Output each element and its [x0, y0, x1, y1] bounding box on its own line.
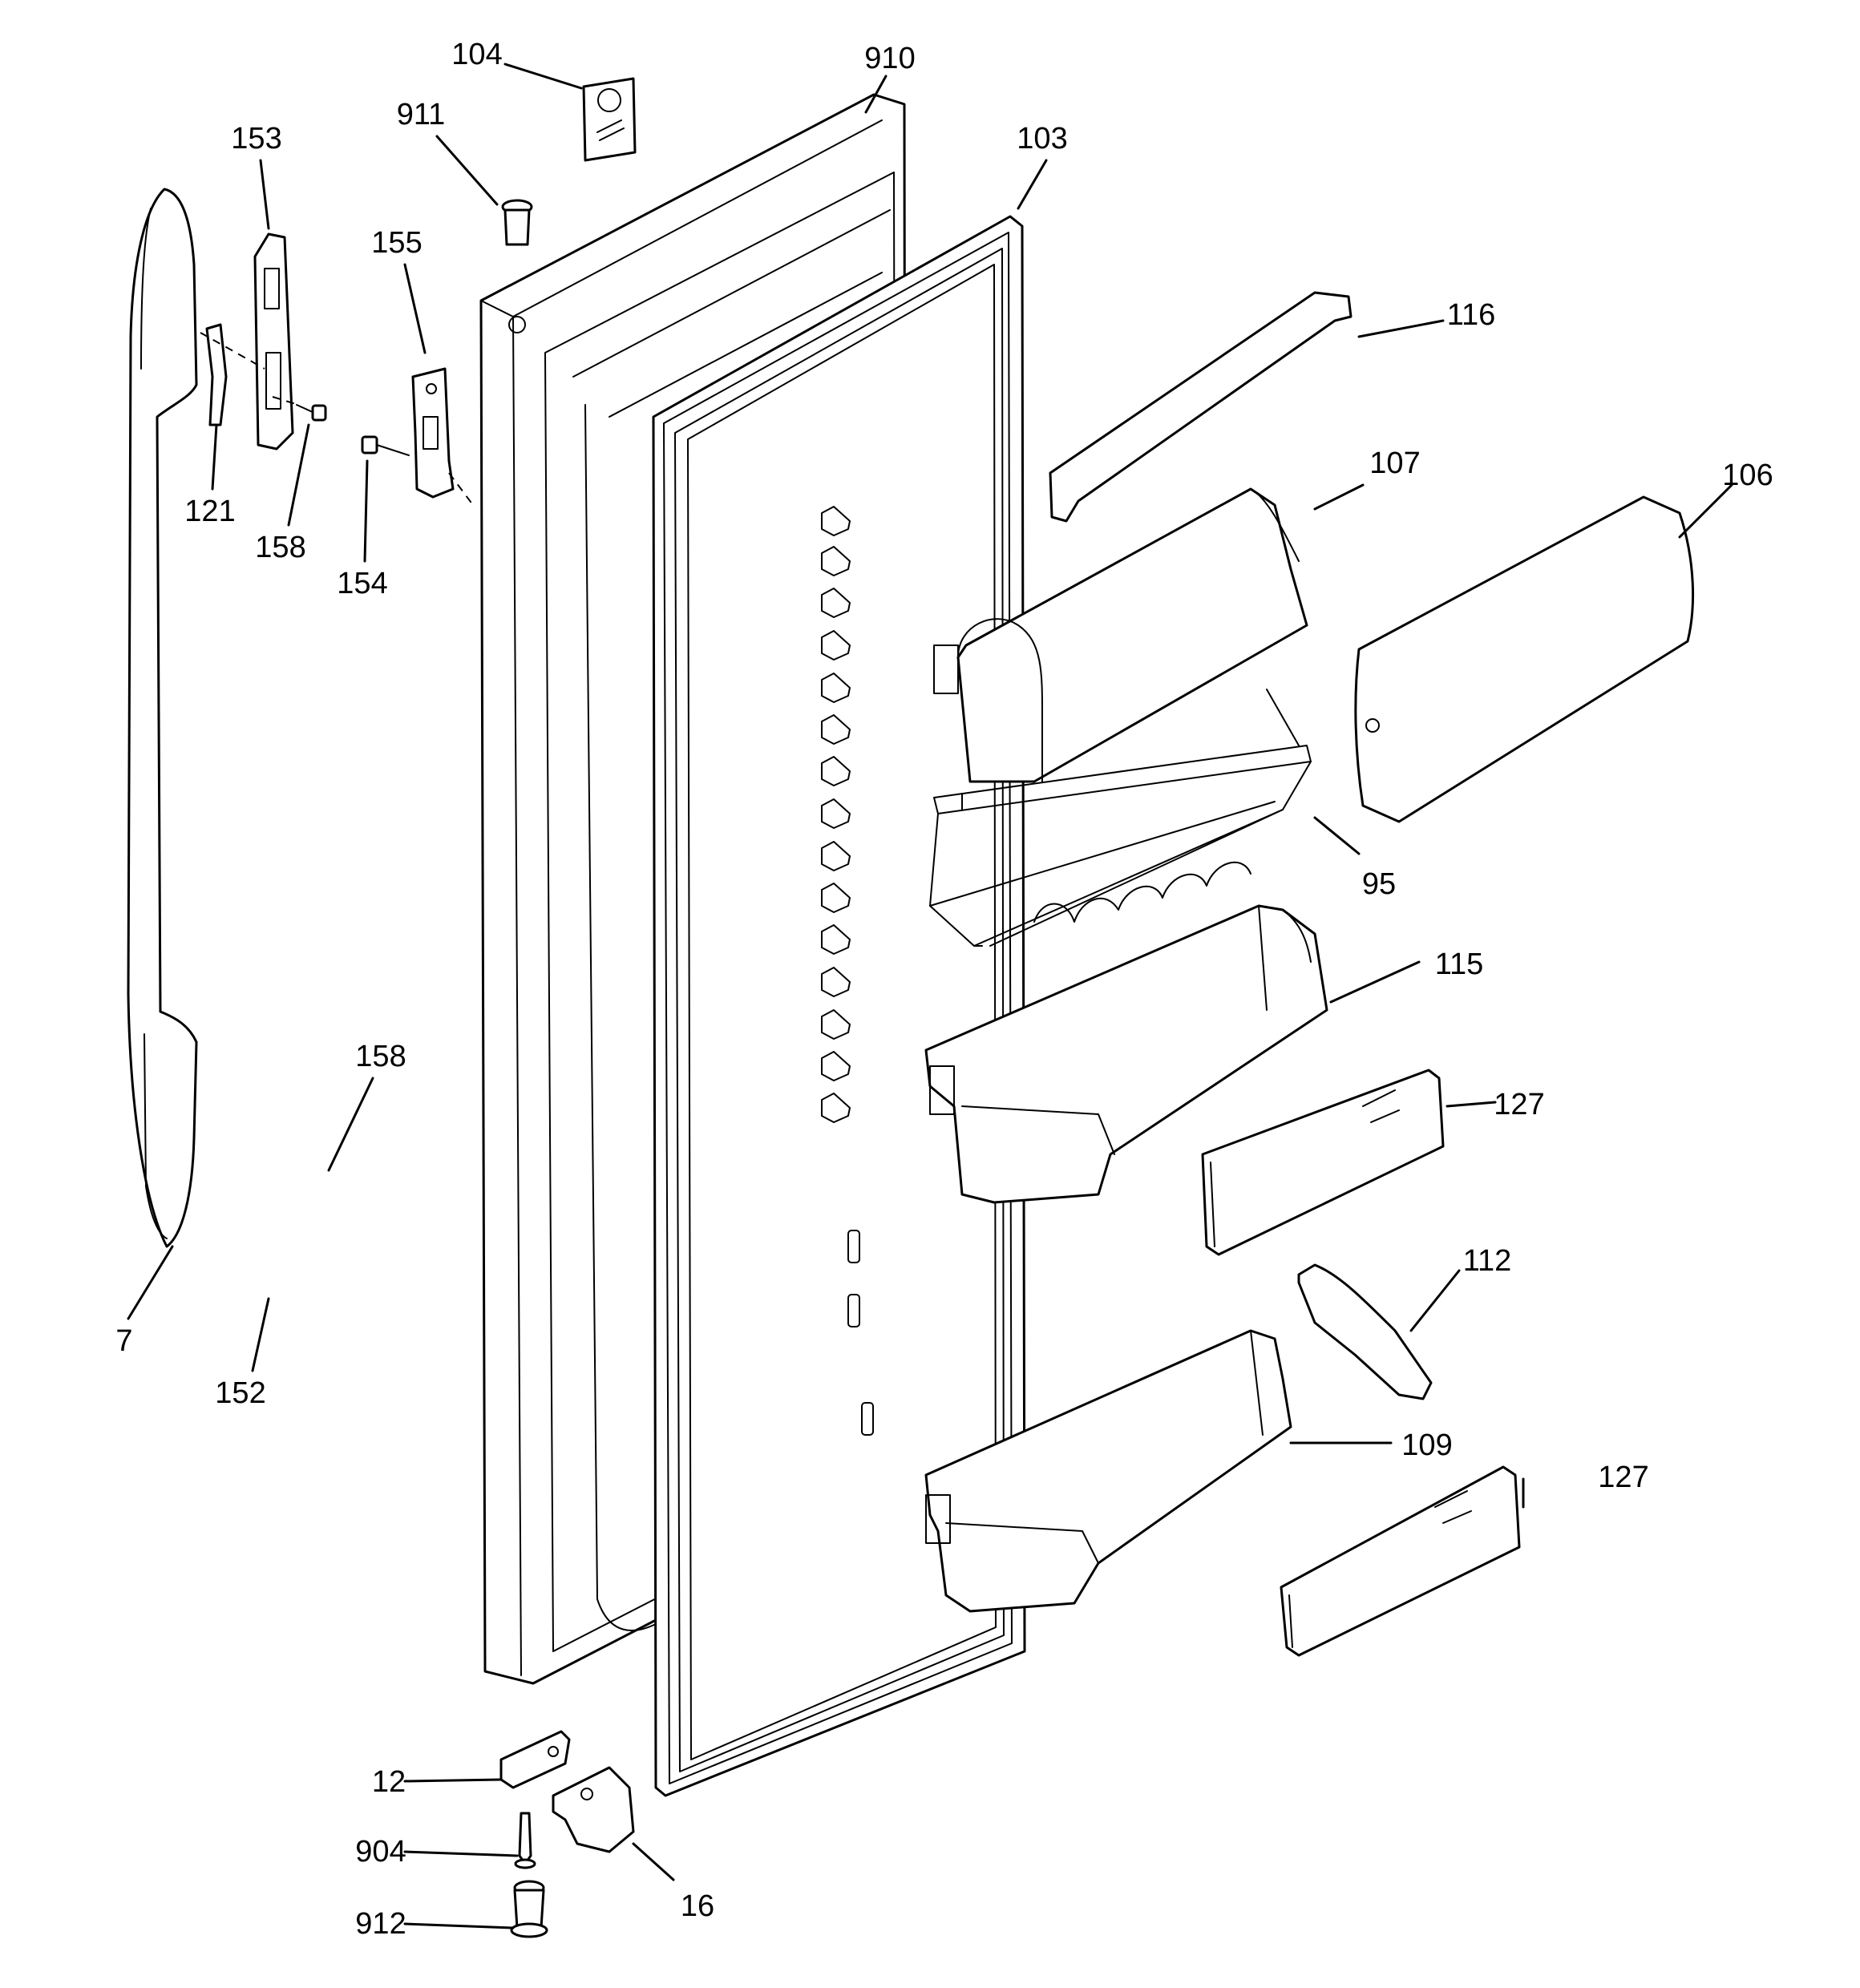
label-7: 7	[115, 1324, 132, 1358]
label-104: 104	[451, 38, 502, 71]
dairy-door	[1354, 495, 1695, 823]
bin-divider	[1297, 1263, 1433, 1400]
label-106: 106	[1722, 459, 1773, 492]
handle-mount-top	[253, 232, 294, 451]
label-103: 103	[1017, 122, 1067, 156]
label-12: 12	[372, 1765, 406, 1799]
label-910: 910	[864, 42, 915, 75]
label-912: 912	[355, 1907, 406, 1941]
label-158-bottom: 158	[355, 1040, 406, 1073]
screw-top	[296, 404, 327, 422]
label-107: 107	[1369, 446, 1420, 480]
label-127-top: 127	[1494, 1088, 1544, 1121]
screw-hinge	[361, 435, 410, 456]
bearing-bottom	[510, 1880, 548, 1938]
label-112: 112	[1463, 1244, 1512, 1278]
door-hinge	[411, 367, 455, 499]
badge-logo	[582, 77, 637, 162]
door-handle	[127, 188, 198, 1248]
label-904: 904	[355, 1835, 406, 1869]
wine-rack	[929, 689, 1312, 947]
assembly-line-hinge	[448, 472, 474, 506]
label-121: 121	[184, 495, 235, 528]
label-109: 109	[1401, 1428, 1452, 1462]
label-154: 154	[337, 567, 387, 600]
label-911: 911	[397, 98, 446, 131]
label-127-bottom: 127	[1598, 1461, 1648, 1494]
label-152: 152	[215, 1376, 265, 1410]
label-153: 153	[231, 122, 281, 156]
bin-rail	[1049, 291, 1353, 523]
label-16: 16	[681, 1889, 714, 1923]
leader-lines	[127, 63, 1733, 1929]
bin-front-upper	[1201, 1069, 1445, 1256]
assembly-line-top	[200, 332, 265, 370]
label-95: 95	[1362, 867, 1396, 901]
part-labels: 104 910 911 153 103 155 116 121 158 154 …	[115, 38, 1773, 1941]
liner-shelf-supports	[821, 506, 874, 1436]
label-116: 116	[1447, 298, 1496, 332]
screw-bottom	[514, 1812, 536, 1869]
plug-top	[501, 199, 533, 246]
dairy-bin	[933, 487, 1308, 783]
door-gasket	[652, 215, 1026, 1797]
assembly-line-screw	[272, 396, 299, 406]
door-bin-lower	[924, 1329, 1292, 1613]
door-cam	[552, 1766, 635, 1853]
hinge-bracket-bottom	[499, 1730, 571, 1789]
bin-front-lower	[1280, 1465, 1521, 1657]
handle-clip	[205, 323, 228, 426]
label-158-top: 158	[255, 531, 305, 564]
label-155: 155	[371, 226, 422, 260]
door-bin-upper	[924, 904, 1328, 1204]
label-115: 115	[1435, 948, 1484, 981]
